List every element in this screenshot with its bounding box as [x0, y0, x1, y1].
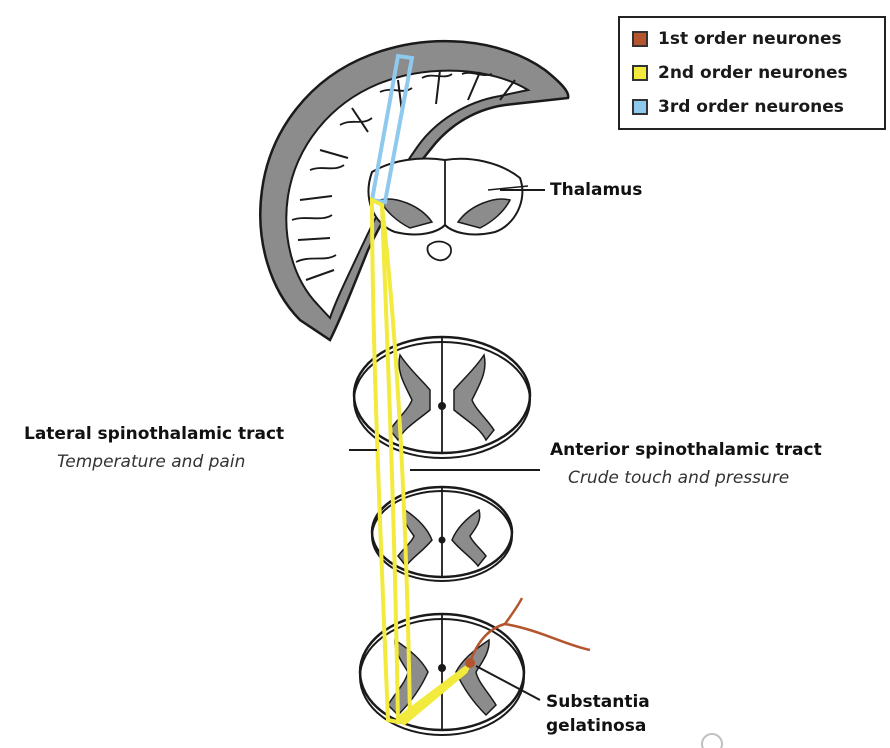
third-order-swatch — [632, 99, 648, 115]
thalamus-label: Thalamus — [550, 180, 643, 200]
legend-label: 1st order neurones — [658, 29, 842, 49]
first-order-swatch — [632, 31, 648, 47]
cerebral-hemisphere — [259, 39, 570, 342]
legend-item-third-order: 3rd order neurones — [632, 94, 844, 120]
anterior-tract-function-label: Crude touch and pressure — [568, 468, 790, 488]
substantia-label-line2: gelatinosa — [546, 716, 647, 736]
thalamus-structure — [367, 157, 529, 262]
substantia-label-line1: Substantia — [546, 692, 650, 712]
substantia-gelatinosa-label: Substantia gelatinosa — [546, 690, 650, 738]
lateral-spinothalamic-tract-label: Lateral spinothalamic tract — [24, 424, 285, 444]
pointer-lines — [349, 189, 545, 701]
second-order-swatch — [632, 65, 648, 81]
legend-label: 2nd order neurones — [658, 63, 848, 83]
third-order-neurone-path — [369, 53, 415, 205]
legend-label: 3rd order neurones — [658, 97, 844, 117]
first-order-neurone-path — [465, 597, 591, 668]
anterior-spinothalamic-tract-label: Anterior spinothalamic tract — [550, 440, 822, 460]
spinal-cord-upper — [352, 335, 532, 459]
legend: 1st order neurones 2nd order neurones 3r… — [618, 16, 886, 130]
watermark-logo — [701, 733, 723, 748]
legend-item-first-order: 1st order neurones — [632, 26, 842, 52]
second-order-neurone-path — [369, 196, 472, 727]
legend-item-second-order: 2nd order neurones — [632, 60, 848, 86]
lateral-tract-function-label: Temperature and pain — [57, 452, 246, 472]
